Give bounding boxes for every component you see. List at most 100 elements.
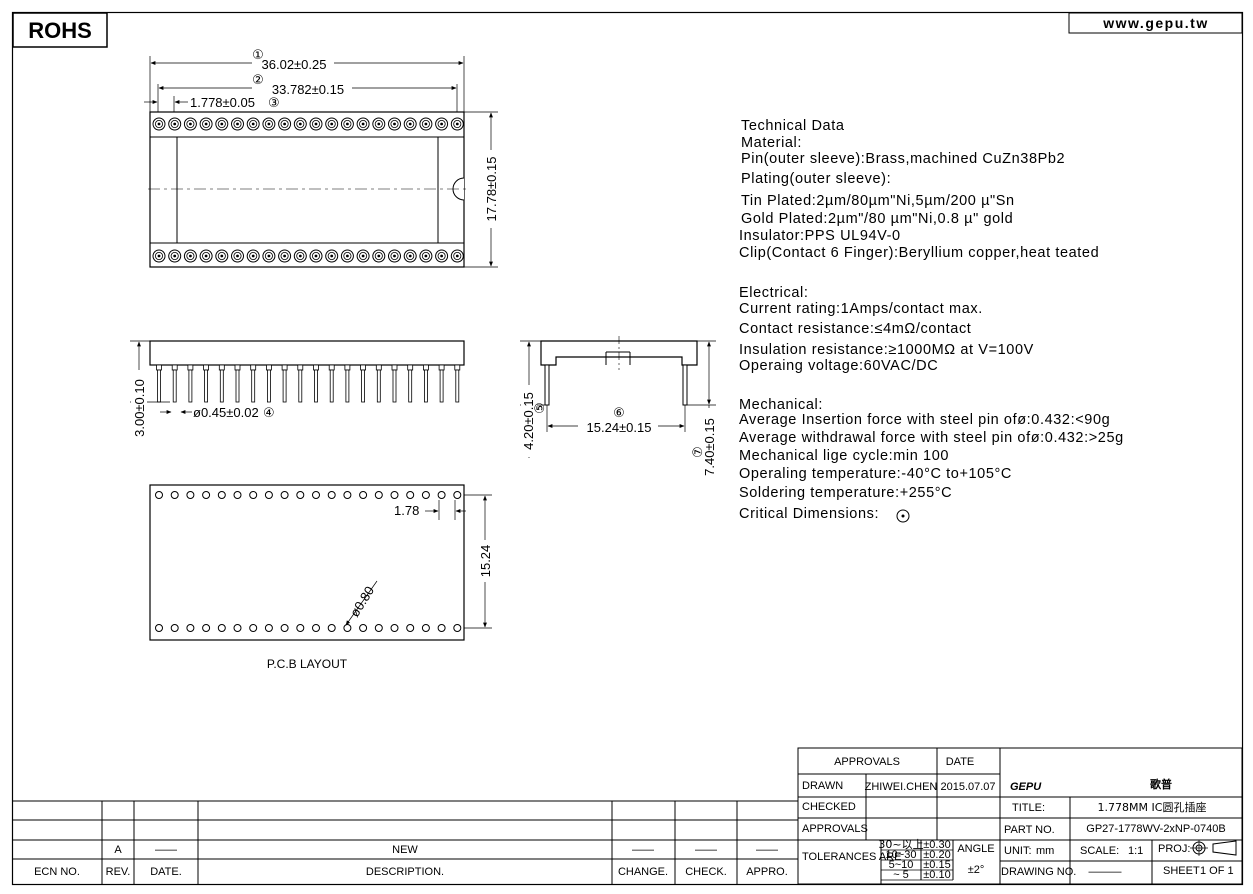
tech-gold-plated: Gold Plated:2µm"/80 µm"Ni,0.8 µ" gold [741,211,1013,227]
header-date: DATE. [150,866,182,878]
website-box: www.gepu.tw [1068,12,1243,34]
tol-range-3: 5~10 [889,859,914,871]
side-pin [234,364,241,403]
pin-contact [309,249,323,263]
side-pin [375,364,382,403]
top-view: ① 36.02±0.25 ② 33.782±0.15 1.778±0.05 ③ … [144,47,499,268]
technical-data-notes: Technical Data Material: Pin(outer sleev… [739,118,1124,523]
pcb-hole [264,491,273,499]
mechanical-heading: Mechanical: [739,397,823,413]
pin-contact [293,117,307,131]
pcb-layout-caption: P.C.B LAYOUT [267,657,348,671]
tol-value-2: ±0.20 [923,849,950,861]
side-pin [218,364,225,403]
angle-value: ±2° [968,864,985,876]
pcb-pitch: 1.78 [394,503,419,518]
tol-range-1: 30~以上 [878,838,923,851]
pcb-hole [249,624,258,632]
pcb-holes-bottom [155,624,462,632]
revision-description: NEW [392,844,418,856]
side-view: 3.00±0.10 ø0.45±0.02 ④ [130,340,465,448]
part-label: PART NO. [1004,824,1055,836]
side-pin [156,364,162,403]
soldering-temperature: Soldering temperature:+255°C [739,485,952,501]
pcb-hole [359,491,368,499]
critical-dimensions: Critical Dimensions: [739,506,879,522]
side-pin [407,364,414,403]
title-block: APPROVALS DATE DRAWN ZHIWEI.CHEN 2015.07… [797,747,1243,885]
pcb-hole [280,624,289,632]
current-rating: Current rating:1Amps/contact max. [739,301,983,317]
pcb-hole [155,491,163,499]
insulation-resistance: Insulation resistance:≥1000MΩ at V=100V [739,342,1034,358]
revision-check: —— [695,844,717,856]
pin-contact [356,117,370,131]
dim5-marker: ⑤ [532,402,547,414]
dim-pin-pitch: 1.778±0.05 [190,95,255,110]
pcb-hole [155,624,163,632]
pin-contact [388,117,401,131]
pcb-hole [327,491,336,499]
tech-pin-material: Pin(outer sleeve):Brass,machined CuZn38P… [741,151,1065,167]
dim6-marker: ⑥ [613,405,625,420]
pcb-outline [149,484,465,641]
dim-pin-length: 3.00±0.10 [132,379,147,437]
pin-contact [168,249,182,263]
pin-contact [435,249,449,263]
header-change: CHANGE. [618,866,668,878]
unit-value: mm [1036,845,1054,857]
insertion-force: Average Insertion force with steel pin o… [739,412,1110,428]
dim3-marker: ③ [268,95,280,110]
side-pin [297,364,304,403]
pin-contact [246,249,260,263]
electrical-heading: Electrical: [739,285,808,301]
dim-overall-width: 17.78±0.15 [484,157,499,222]
pin-contact [356,249,370,263]
pcb-hole [249,491,258,499]
pcb-hole [170,491,179,499]
pin-contact [450,249,464,263]
pcb-hole [327,624,336,632]
website-text: www.gepu.tw [1102,15,1208,31]
drawn-label: DRAWN [802,780,843,792]
drawn-date: 2015.07.07 [940,781,995,793]
side-pin [250,364,257,403]
pcb-hole [390,624,399,632]
revision-block: A —— NEW —— —— —— ECN NO. REV. DATE. DES… [13,800,798,884]
dim2-marker: ② [252,72,264,87]
end-view: 4.20±0.15 ⑤ ⑥ 15.24±0.15 7.40±0.15 ⑦ [520,336,718,486]
pcb-hole [406,624,415,632]
pin-contact [152,117,166,131]
pcb-hole [202,624,211,632]
pcb-hole [312,624,320,632]
side-pin [265,364,272,403]
title-label: TITLE: [1012,802,1045,814]
pin-contact [372,249,386,263]
pin-contact [435,117,449,131]
dim-total-height: 7.40±0.15 [702,418,717,476]
pin-contact [388,249,401,263]
dim4-marker: ④ [263,405,275,420]
brand-name: GEPU [1010,781,1042,793]
pin-contact [278,249,292,263]
withdrawal-force: Average withdrawal force with steel pin … [739,430,1124,446]
pin-contact [183,117,197,131]
side-pin [422,364,429,403]
pcb-hole [343,624,352,632]
sheet-label: SHEET [1163,865,1200,877]
pin-contact [183,249,197,263]
header-check: CHECK. [685,866,727,878]
pcb-hole [421,491,430,499]
pin-contact [325,249,339,263]
tech-plating: Plating(outer sleeve): [741,171,891,187]
dim-end-height: 4.20±0.15 [521,392,536,450]
operating-temperature: Operaling temperature:-40°C to+105°C [739,466,1012,482]
life-cycle: Mechanical lige cycle:min 100 [739,448,949,464]
pin-contact [340,249,354,263]
projection-symbol-icon [1190,840,1237,856]
side-pin [187,364,194,403]
pin-contact [231,249,244,263]
tol-range-4: ~ 5 [893,869,909,881]
pin-contact [309,117,323,131]
side-pin [171,364,178,403]
